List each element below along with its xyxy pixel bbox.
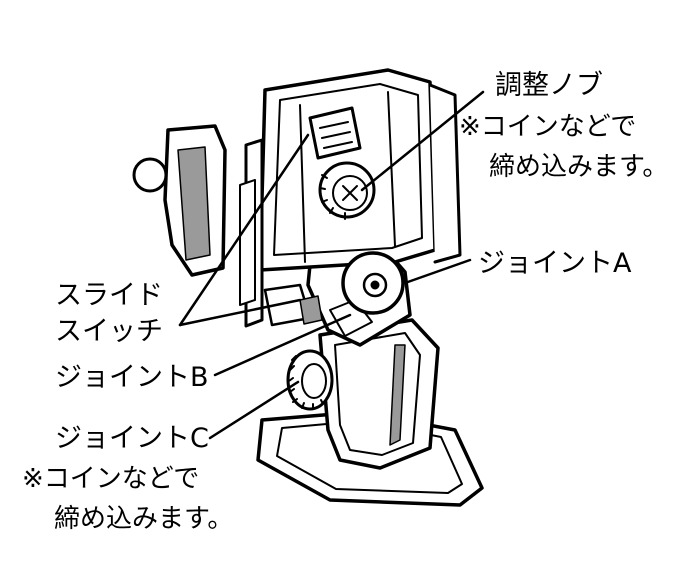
joint-c-note-1: ※コインなどで (22, 464, 200, 494)
joint-a-hub (341, 251, 405, 315)
joint-b-label: ジョイントB (55, 362, 209, 393)
leader-slide-switch-upper (178, 133, 310, 327)
adjust-knob (318, 161, 376, 220)
slide-switch-label-1: スライド (55, 280, 163, 311)
leader-lines (178, 90, 485, 440)
leader-joint-b (213, 313, 352, 377)
adjust-knob-label: 調整ノブ (495, 70, 603, 101)
joint-a-label: ジョイントA (478, 248, 632, 279)
joint-c-knob (286, 349, 334, 411)
adjust-knob-note-1: ※コインなどで (459, 112, 637, 142)
adjust-knob-note-2: 締め込みます。 (489, 152, 669, 182)
joint-c-label: ジョイントC (55, 423, 209, 454)
joint-c-note-2: 締め込みます。 (54, 504, 234, 534)
leader-slide-switch-lower (178, 298, 302, 327)
cradle-top-tab (308, 106, 362, 160)
left-grip-arm (132, 124, 227, 277)
leader-adjust-knob (360, 90, 485, 192)
leader-joint-c (208, 380, 300, 440)
slide-switch-label-2: スイッチ (55, 316, 163, 347)
pillar (318, 318, 440, 470)
leader-joint-a (403, 258, 472, 285)
